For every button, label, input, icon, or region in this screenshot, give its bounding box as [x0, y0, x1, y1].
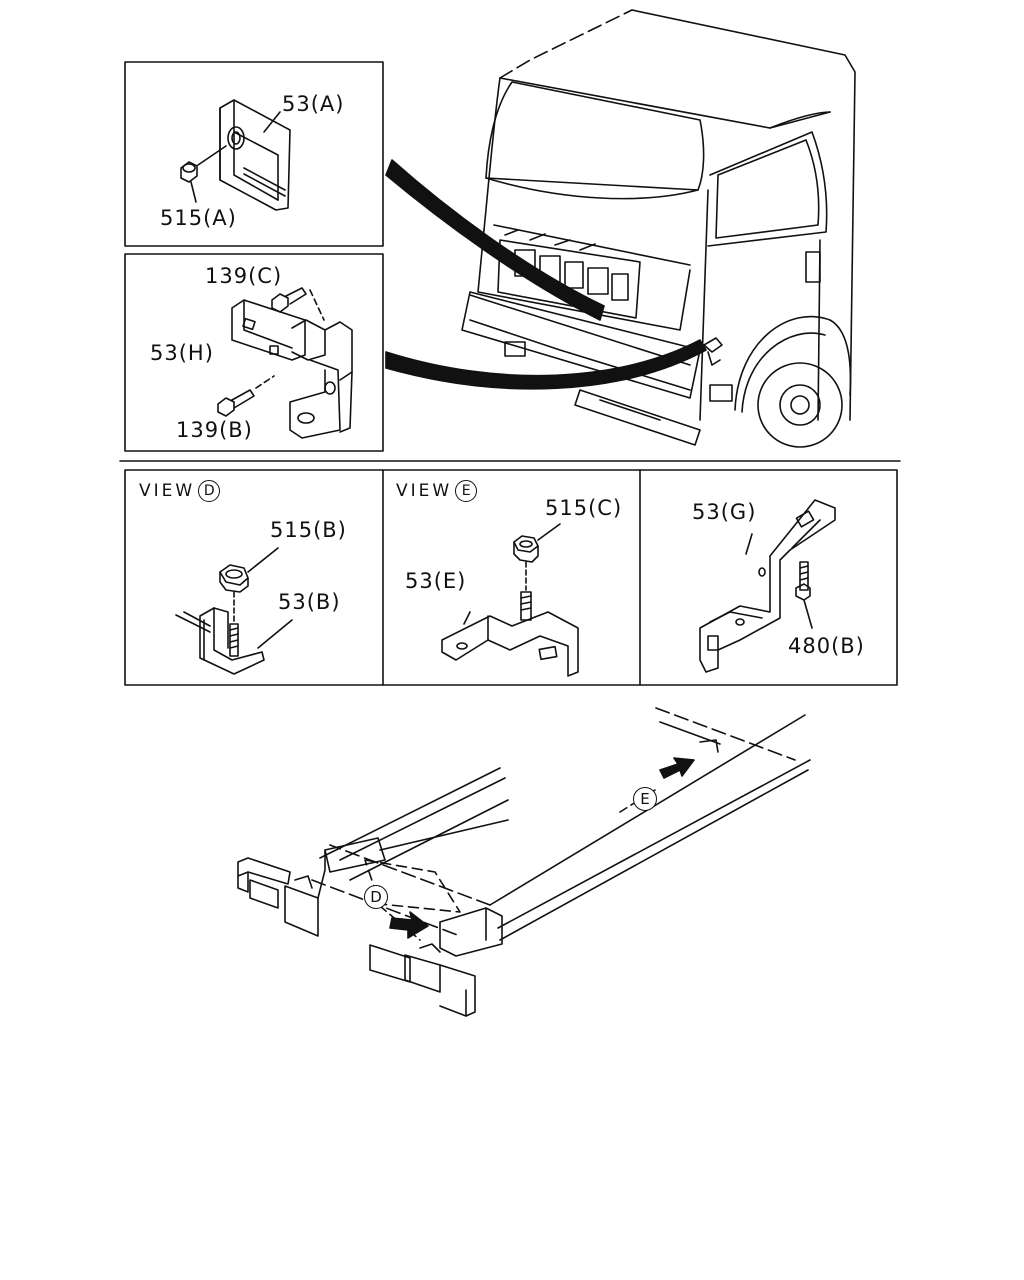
label-53h: 53(H) — [150, 341, 214, 365]
nut-515b-drawing — [219, 547, 293, 657]
label-515b: 515(B) — [270, 518, 347, 542]
label-53a: 53(A) — [282, 92, 345, 116]
label-53g: 53(G) — [692, 500, 757, 524]
bracket-53b-drawing — [175, 607, 265, 675]
leader-swoosh-upper — [385, 159, 605, 321]
label-515c: 515(C) — [545, 496, 623, 520]
nut-515c-drawing — [513, 523, 561, 621]
arrow-view-e — [659, 757, 695, 779]
label-53b: 53(B) — [278, 590, 341, 614]
arrow-view-d — [389, 911, 429, 939]
nut-515a-drawing — [180, 145, 227, 203]
label-480b: 480(B) — [788, 634, 865, 658]
label-53e: 53(E) — [405, 569, 467, 593]
bracket-53g-drawing — [699, 499, 836, 673]
chassis-marker-e: E — [633, 787, 657, 811]
leader-swoosh-lower — [385, 339, 707, 390]
truck-cab-illustration — [461, 9, 856, 448]
chassis-frame-drawing — [237, 707, 811, 1017]
bracket-53a-drawing — [219, 99, 291, 211]
label-139c: 139(C) — [205, 264, 283, 288]
view-d-marker: D — [198, 480, 221, 502]
panel-a-frame — [124, 61, 384, 247]
bracket-53e-drawing — [441, 611, 579, 677]
label-139b: 139(B) — [176, 418, 253, 442]
bolt-139c-drawing — [271, 287, 325, 321]
view-e-marker: E — [455, 480, 478, 502]
bracket-53h-drawing — [231, 299, 353, 439]
chassis-marker-d: D — [364, 885, 388, 909]
bolt-139b-drawing — [217, 375, 275, 417]
bolt-480b-drawing — [795, 561, 813, 629]
panel-h-frame — [124, 253, 384, 452]
view-d-word: VIEW — [139, 481, 196, 501]
views-frame — [124, 469, 898, 686]
label-515a: 515(A) — [160, 206, 237, 230]
view-e-word: VIEW — [396, 481, 453, 501]
